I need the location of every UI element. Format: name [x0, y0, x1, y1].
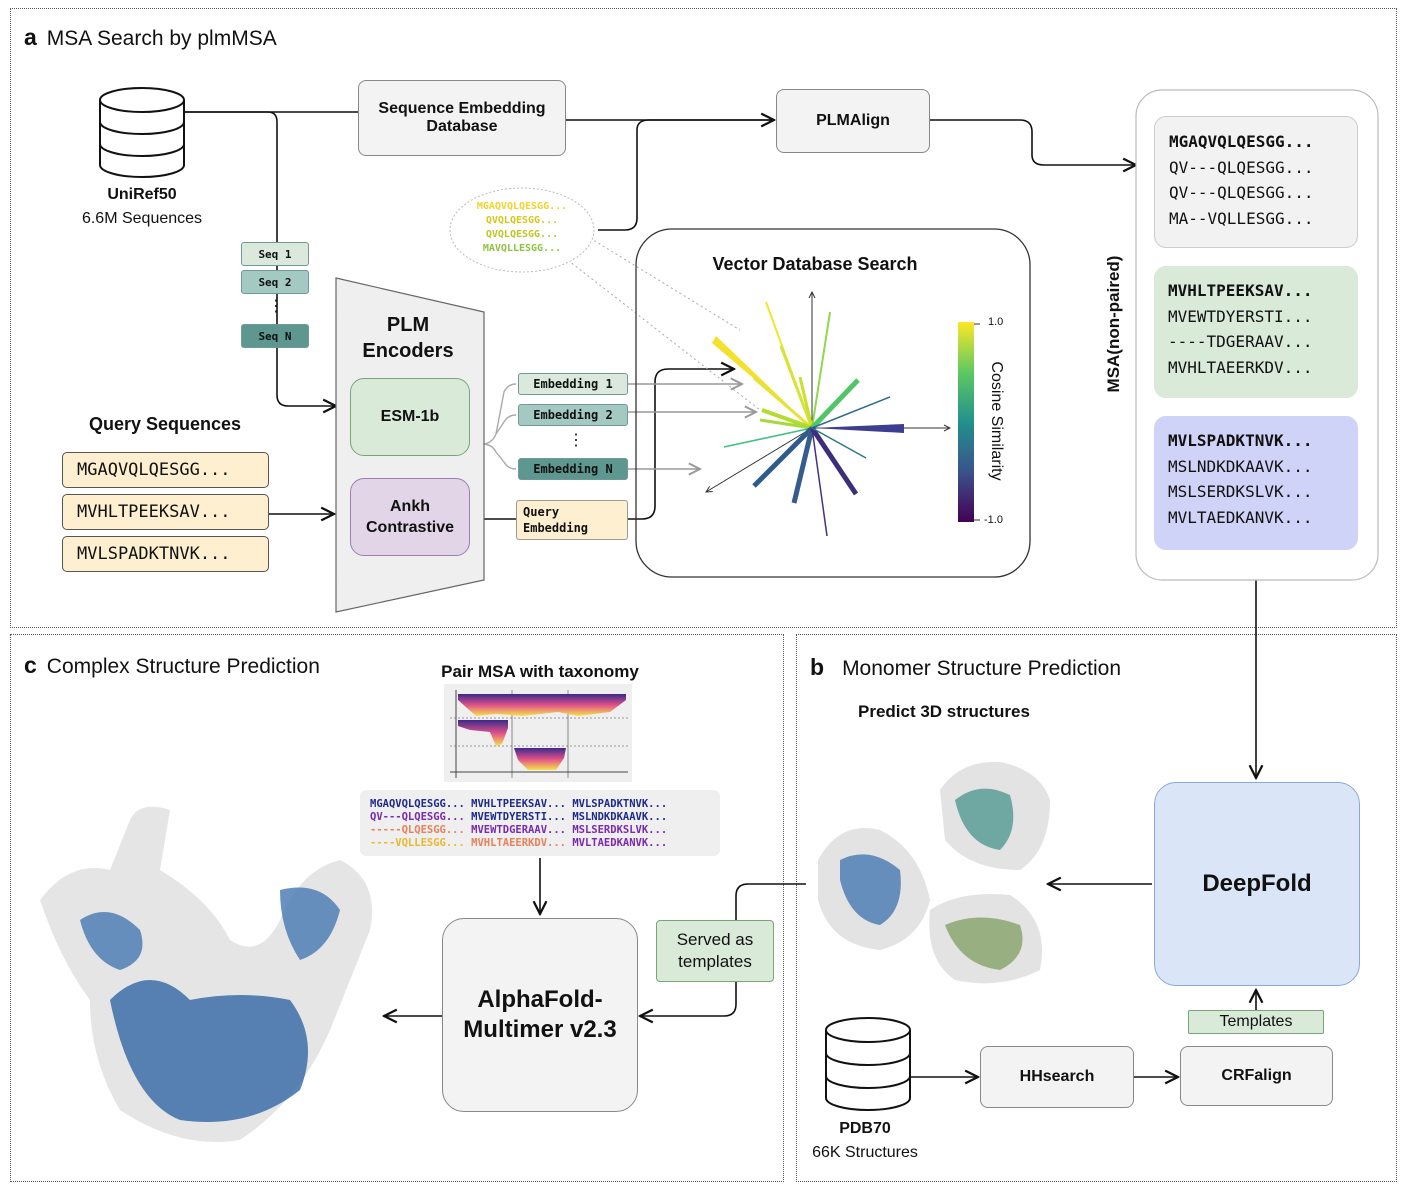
complex-structure-image — [40, 806, 372, 1142]
embedding-ellipsis: ⋮ — [568, 432, 584, 449]
pair-msa-thumbnail — [444, 684, 632, 782]
cosine-colorbar — [958, 322, 974, 522]
esm-1b-box: ESM-1b — [350, 378, 470, 456]
panel-b — [796, 634, 1397, 1182]
sequence-embedding-database: Sequence Embedding Database — [358, 80, 566, 156]
vector-search-box — [635, 228, 1031, 578]
seq-tag-ellipsis: ⋮ — [268, 298, 284, 315]
plm-encoders-title: PLM Encoders — [362, 314, 454, 362]
seq-tag-1: Seq 1 — [241, 242, 309, 266]
pair-msa-text: MGAQVQLQESGG... MVHLTPEEKSAV... MVLSPADK… — [360, 790, 720, 856]
msa-group-3: MVLSPADKTNVK... MSLNDKDKAAVK... MSLSERDK… — [1154, 416, 1358, 550]
panel-c — [10, 634, 784, 1182]
vector-search-title: Vector Database Search — [712, 254, 918, 274]
templates-tag: Templates — [1188, 1010, 1324, 1034]
deepfold-box: DeepFold — [1154, 782, 1360, 986]
msa-group-2: MVHLTPEEKSAV... MVEWTDYERSTI... ----TDGE… — [1154, 266, 1358, 398]
query-embedding: Query Embedding — [516, 500, 628, 540]
uniref-label: UniRef50 6.6M Sequences — [81, 186, 203, 227]
ankh-contrastive-box: Ankh Contrastive — [350, 478, 470, 556]
seq-tag-2: Seq 2 — [241, 270, 309, 294]
query-sequence-2: MVHLTPEEKSAV... — [62, 494, 269, 530]
colorbar-label: Cosine Similarity — [988, 361, 1005, 481]
vector-radial-plot — [706, 292, 950, 537]
query-sequence-3: MVLSPADKTNVK... — [62, 536, 269, 572]
served-as-templates-tag: Served as templates — [656, 920, 774, 982]
msa-group-1: MGAQVQLQESGG... QV---QLQESGG... QV---QLQ… — [1154, 116, 1358, 248]
panel-a — [10, 8, 1397, 628]
plmalign-box: PLMAlign — [776, 89, 930, 153]
msa-label: MSA(non-paired) — [1104, 255, 1123, 393]
monomer-structures-image — [818, 761, 1050, 984]
pdb-database-icon — [825, 1017, 911, 1111]
seq-tag-n: Seq N — [241, 324, 309, 348]
hhsearch-box: HHsearch — [980, 1046, 1134, 1108]
uniref-database-icon — [99, 87, 185, 178]
query-sequence-1: MGAQVQLQESGG... — [62, 452, 269, 488]
embedding-1: Embedding 1 — [518, 373, 628, 395]
crfalign-box: CRFalign — [1180, 1046, 1333, 1106]
alphafold-multimer-box: AlphaFold-Multimer v2.3 — [442, 918, 638, 1112]
query-sequences-title: Query Sequences — [88, 414, 242, 434]
embedding-n: Embedding N — [518, 458, 628, 480]
pdb-label: PDB70 66K Structures — [812, 1120, 918, 1161]
sequence-bubble-text: MGAQVQLQESGG... QVQLQESGG... QVQLQESGG..… — [476, 201, 568, 254]
pair-msa-title: Pair MSA with taxonomy — [441, 662, 639, 681]
colorbar-min: -1.0 — [984, 514, 1003, 526]
predict-3d-label: Predict 3D structures — [858, 702, 1030, 721]
sequence-bubble — [449, 187, 595, 273]
embedding-2: Embedding 2 — [518, 404, 628, 426]
colorbar-max: 1.0 — [988, 316, 1004, 328]
